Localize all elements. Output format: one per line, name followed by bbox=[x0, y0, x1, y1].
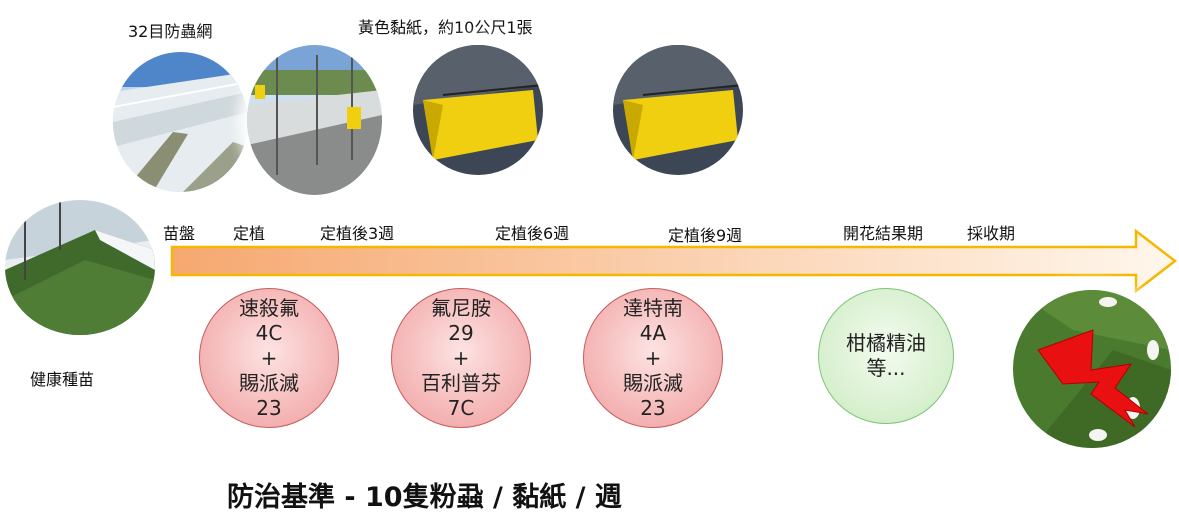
treatment-line: 速殺氟 bbox=[239, 295, 299, 320]
treatment-line: 4C bbox=[255, 320, 283, 345]
timeline-label-week9: 定植後9週 bbox=[668, 226, 743, 245]
treatment-line: 29 bbox=[448, 320, 474, 345]
timeline-label-tray: 苗盤 bbox=[163, 224, 196, 243]
sticky-paper-label: 黃色黏紙，約10公尺1張 bbox=[358, 18, 533, 37]
timeline-label-week3: 定植後3週 bbox=[320, 224, 395, 243]
treatment-line: 等... bbox=[866, 356, 906, 380]
treatment-line: 賜派滅 bbox=[623, 370, 683, 395]
timeline-label-week6: 定植後6週 bbox=[495, 224, 570, 243]
treatment-line: 4A bbox=[639, 320, 667, 345]
treatment-circle-week3: 速殺氟 4C + 賜派滅 23 bbox=[199, 288, 339, 428]
treatment-line: 賜派滅 bbox=[239, 370, 299, 395]
insect-net-photo-2 bbox=[247, 45, 382, 195]
net-label: 32目防蟲網 bbox=[128, 22, 213, 41]
treatment-line: 23 bbox=[256, 395, 282, 420]
treatment-line: 23 bbox=[640, 395, 666, 420]
sticky-paper-photo-2 bbox=[613, 45, 743, 175]
treatment-line: 柑橘精油 bbox=[846, 331, 926, 355]
sticky-paper-photo-1 bbox=[413, 45, 543, 175]
treatment-line: + bbox=[452, 345, 470, 370]
treatment-line: 7C bbox=[447, 395, 475, 420]
timeline-label-harvest: 採收期 bbox=[967, 224, 1016, 243]
timeline-label-flowering: 開花結果期 bbox=[843, 224, 924, 243]
timeline-label-transplant: 定植 bbox=[233, 224, 266, 243]
seedling-greenhouse-photo bbox=[5, 200, 155, 335]
treatment-circle-week6: 氟尼胺 29 + 百利普芬 7C bbox=[391, 288, 531, 428]
treatment-line: 氟尼胺 bbox=[431, 295, 491, 320]
treatment-line: 百利普芬 bbox=[421, 370, 501, 395]
treatment-circle-week9: 達特南 4A + 賜派滅 23 bbox=[583, 288, 723, 428]
seedling-label: 健康種苗 bbox=[30, 370, 95, 389]
timeline-arrow bbox=[170, 228, 1178, 294]
organic-treatment-circle: 柑橘精油 等... bbox=[818, 288, 954, 424]
lightning-icon bbox=[1037, 329, 1149, 428]
treatment-line: + bbox=[644, 345, 662, 370]
control-threshold-footer: 防治基準 - 10隻粉蝨 / 黏紙 / 週 bbox=[227, 482, 622, 513]
treatment-line: + bbox=[260, 345, 278, 370]
treatment-line: 達特南 bbox=[623, 295, 683, 320]
insect-net-photo-1 bbox=[113, 52, 248, 192]
